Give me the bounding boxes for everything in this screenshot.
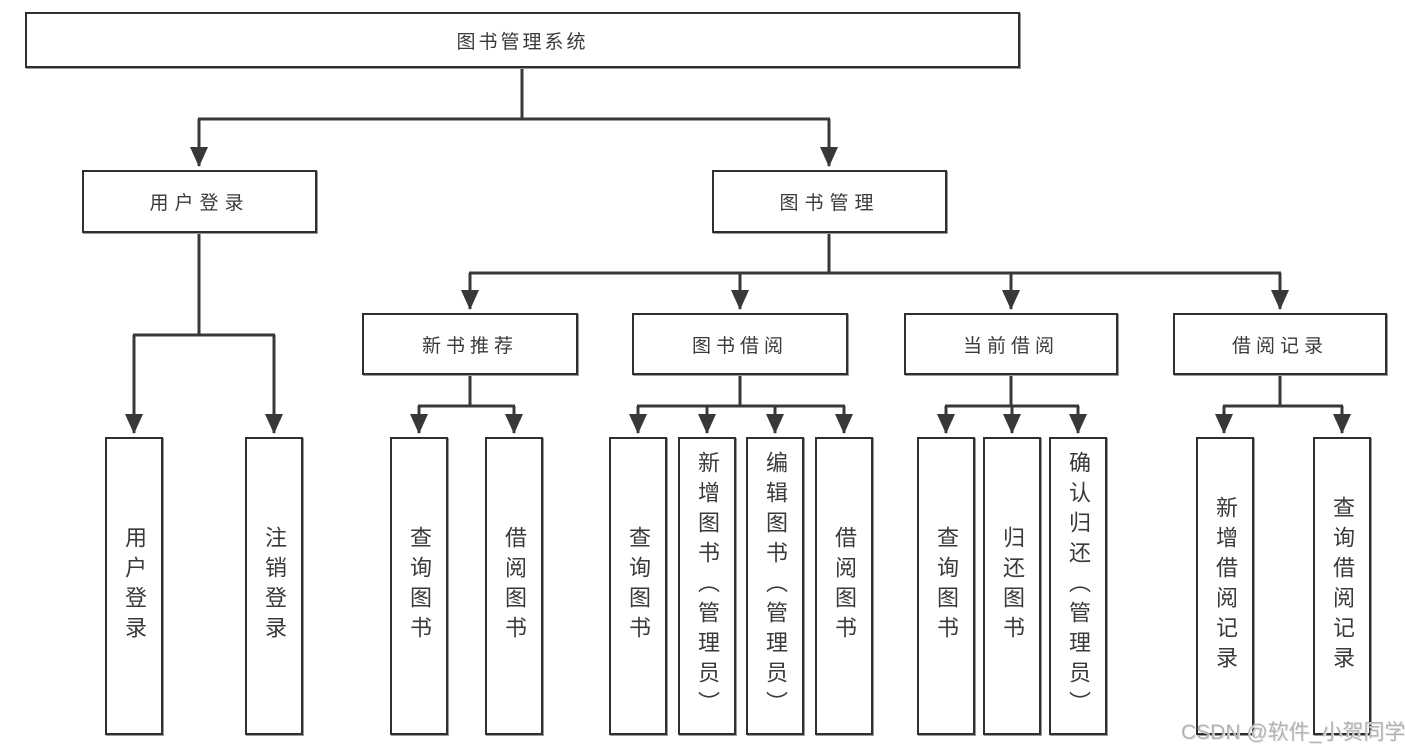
leaf-query-books-borrowing: 查询图书: [609, 437, 667, 735]
node-borrowing-records: 借阅记录: [1173, 313, 1387, 375]
node-label: 图书管理系统: [456, 31, 589, 53]
node-new-book-recommendation: 新书推荐: [362, 313, 578, 375]
leaf-borrow-books-borrowing: 借阅图书: [815, 437, 873, 735]
node-label: 新书推荐: [421, 335, 518, 357]
leaf-query-borrow-record: 查询借阅记录: [1313, 437, 1371, 735]
leaf-borrow-books-recommend: 借阅图书: [485, 437, 543, 735]
node-label: 借阅记录: [1231, 335, 1328, 357]
watermark: CSDN @软件_小贺同学: [1181, 721, 1405, 744]
node-label: 新增借阅记录: [1213, 496, 1238, 676]
node-user-login-group: 用户登录: [82, 170, 317, 233]
leaf-return-books: 归还图书: [983, 437, 1041, 735]
node-label: 借阅图书: [502, 526, 527, 646]
leaf-add-books-admin: 新增图书（管理员）: [678, 437, 736, 735]
leaf-confirm-return-admin: 确认归还（管理员）: [1049, 437, 1107, 735]
node-current-borrowing: 当前借阅: [904, 313, 1118, 375]
node-label: 编辑图书（管理员）: [763, 451, 788, 721]
node-label: 查询借阅记录: [1330, 496, 1355, 676]
node-label: 借阅图书: [832, 526, 857, 646]
node-book-borrowing: 图书借阅: [632, 313, 848, 375]
node-label: 归还图书: [1000, 526, 1025, 646]
leaf-query-books-current: 查询图书: [917, 437, 975, 735]
node-label: 查询图书: [934, 526, 959, 646]
leaf-add-borrow-record: 新增借阅记录: [1196, 437, 1254, 735]
node-label: 用户登录: [122, 526, 147, 646]
node-label: 当前借阅: [962, 335, 1059, 357]
leaf-edit-books-admin: 编辑图书（管理员）: [746, 437, 804, 735]
connectors: [125, 68, 1351, 434]
leaf-query-books-recommend: 查询图书: [390, 437, 448, 735]
node-label: 图书借阅: [691, 335, 788, 357]
node-label: 注销登录: [262, 526, 287, 646]
leaf-logout: 注销登录: [245, 437, 303, 735]
node-label: 确认归还（管理员）: [1066, 451, 1091, 721]
node-label: 查询图书: [407, 526, 432, 646]
node-book-management: 图书管理: [712, 170, 947, 233]
node-label: 新增图书（管理员）: [695, 451, 720, 721]
node-label: 查询图书: [626, 526, 651, 646]
node-library-management-system: 图书管理系统: [25, 12, 1020, 68]
node-label: 用户登录: [149, 193, 250, 214]
node-label: 图书管理: [779, 193, 880, 214]
leaf-user-login: 用户登录: [105, 437, 163, 735]
